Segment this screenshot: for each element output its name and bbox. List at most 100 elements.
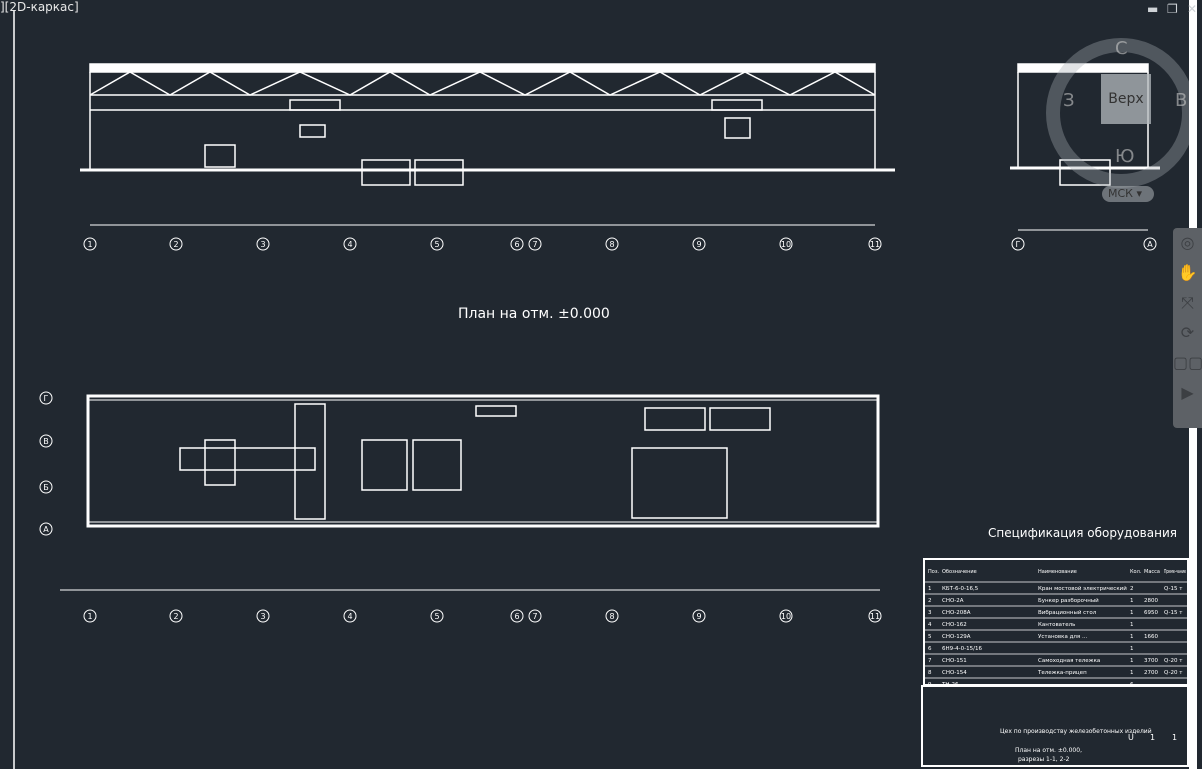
svg-text:6: 6	[928, 646, 932, 652]
wcs-menu[interactable]: МСК ▾	[1102, 186, 1154, 202]
svg-text:Тележка-прицеп: Тележка-прицеп	[1037, 670, 1087, 676]
svg-text:10: 10	[781, 612, 791, 621]
row-axis-bubble-Б: Б	[39, 480, 53, 494]
axis-bubble-10: 10	[779, 609, 793, 623]
svg-text:8: 8	[609, 240, 614, 249]
svg-text:Г: Г	[44, 394, 49, 403]
axis-bubble-7: 7	[528, 237, 542, 251]
svg-text:СНО-151: СНО-151	[942, 658, 967, 664]
axis-bubble-6: 6	[510, 609, 524, 623]
svg-text:2: 2	[173, 612, 178, 621]
svg-text:3: 3	[260, 612, 265, 621]
steering-wheel-icon[interactable]: ◎	[1180, 233, 1195, 252]
axis-bubble-2: 2	[169, 609, 183, 623]
viewcube-west[interactable]: З	[1063, 90, 1075, 111]
viewcube-east[interactable]: В	[1175, 90, 1188, 111]
plan-title: План на отм. ±0.000	[458, 306, 610, 322]
sheet-title-2: разрезы 1-1, 2-2	[1018, 756, 1070, 763]
orbit-icon[interactable]: ⟳	[1180, 323, 1195, 342]
svg-text:А: А	[1147, 240, 1153, 249]
svg-text:8: 8	[609, 612, 614, 621]
play-icon[interactable]: ▶	[1181, 383, 1194, 402]
svg-text:5: 5	[434, 612, 439, 621]
axis-bubble-6: 6	[510, 237, 524, 251]
svg-text:6: 6	[514, 612, 519, 621]
svg-text:2: 2	[173, 240, 178, 249]
svg-text:Кол.: Кол.	[1130, 569, 1142, 575]
svg-text:6: 6	[1130, 682, 1134, 688]
svg-text:Г: Г	[1016, 240, 1021, 249]
svg-text:Масса: Масса	[1144, 569, 1160, 575]
svg-text:7: 7	[532, 240, 537, 249]
viewcube-north[interactable]: С	[1115, 38, 1128, 59]
axis-bubble-10: 10	[779, 237, 793, 251]
svg-text:9: 9	[696, 240, 701, 249]
svg-text:1: 1	[1130, 598, 1134, 604]
svg-text:Б: Б	[43, 483, 49, 492]
floor-plan	[60, 394, 880, 591]
row-axis-bubble-Г: Г	[39, 391, 53, 405]
svg-text:11: 11	[870, 240, 880, 249]
svg-text:Q-15 т: Q-15 т	[1164, 586, 1183, 592]
viewport-label[interactable]: ][2D-каркас]	[0, 0, 79, 14]
svg-text:7: 7	[532, 612, 537, 621]
svg-text:1: 1	[87, 240, 92, 249]
svg-text:10: 10	[781, 240, 791, 249]
svg-text:Вибрационный стол: Вибрационный стол	[1038, 609, 1097, 616]
svg-text:Q-15 т: Q-15 т	[1164, 610, 1183, 616]
title-block-name: Цех по производству железобетонных издел…	[1000, 728, 1152, 735]
svg-text:СНО-162: СНО-162	[942, 622, 967, 628]
svg-text:Обозначение: Обозначение	[942, 569, 977, 575]
minimize-button[interactable]: ▬	[1147, 2, 1159, 16]
sheet-count: 1	[1172, 733, 1178, 742]
axis-bubble-5: 5	[430, 237, 444, 251]
svg-text:Q-20 т: Q-20 т	[1164, 670, 1183, 676]
viewcube-south[interactable]: Ю	[1115, 146, 1135, 167]
close-button[interactable]: ✕	[1187, 2, 1198, 16]
svg-text:3700: 3700	[1144, 658, 1158, 664]
stage: U	[1128, 733, 1134, 742]
svg-text:Бункер разборочный: Бункер разборочный	[1038, 597, 1099, 604]
viewcube-top-face[interactable]: Верх	[1101, 74, 1151, 124]
svg-text:А: А	[43, 525, 49, 534]
svg-text:Кантователь: Кантователь	[1038, 622, 1075, 628]
svg-text:Q-20 т: Q-20 т	[1164, 658, 1183, 664]
axis-bubble-3: 3	[256, 237, 270, 251]
sheet-title-1: План на отм. ±0.000,	[1015, 747, 1082, 754]
showmotion-icon[interactable]: ▢▢▢	[1173, 353, 1202, 372]
svg-text:1: 1	[1130, 670, 1134, 676]
svg-text:4: 4	[347, 240, 352, 249]
restore-button[interactable]: ❐	[1167, 2, 1178, 16]
axis-bubble-4: 4	[343, 237, 357, 251]
svg-text:4: 4	[928, 622, 932, 628]
spec-title: Спецификация оборудования	[988, 526, 1177, 540]
pan-icon[interactable]: ✋	[1177, 263, 1198, 282]
svg-text:8: 8	[928, 670, 932, 676]
axis-bubble-9: 9	[692, 609, 706, 623]
svg-text:Наименование: Наименование	[1038, 569, 1077, 575]
svg-text:СНО-2А: СНО-2А	[942, 598, 964, 604]
svg-text:5: 5	[928, 634, 932, 640]
svg-text:1660: 1660	[1144, 634, 1158, 640]
axis-bubble-7: 7	[528, 609, 542, 623]
svg-text:1: 1	[1130, 634, 1134, 640]
axis-bubble-8: 8	[605, 609, 619, 623]
zoom-extents-icon[interactable]: ⤧	[1181, 293, 1194, 312]
svg-text:ТН-26: ТН-26	[941, 682, 959, 688]
svg-text:1: 1	[1130, 610, 1134, 616]
svg-text:Поз.: Поз.	[928, 569, 939, 575]
svg-text:3: 3	[260, 240, 265, 249]
svg-text:СНО-208А: СНО-208А	[942, 610, 971, 616]
svg-text:9: 9	[696, 612, 701, 621]
svg-text:5: 5	[434, 240, 439, 249]
axis-bubble-А: А	[1143, 237, 1157, 251]
